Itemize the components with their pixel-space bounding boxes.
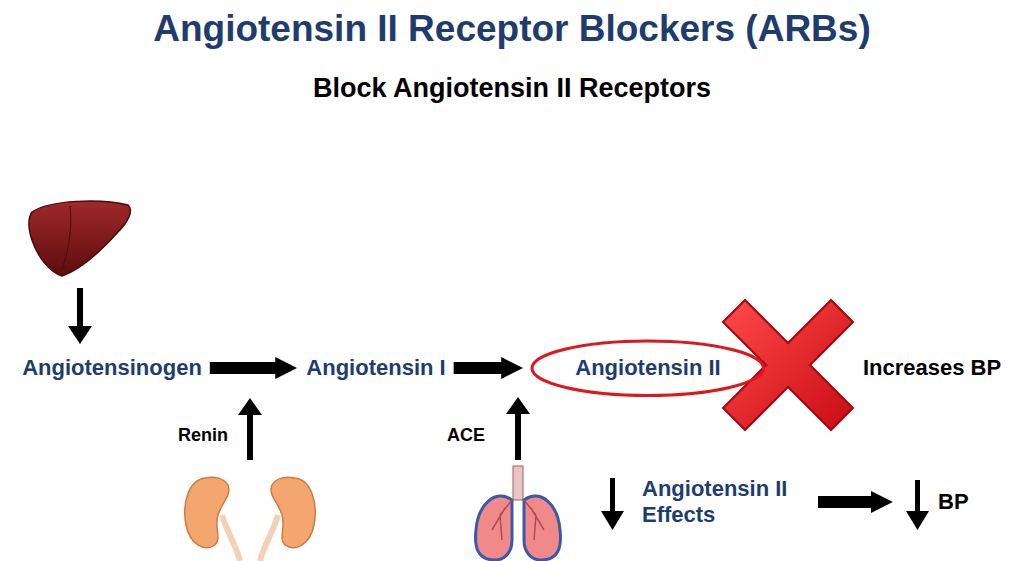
- arrow-head: [906, 511, 929, 530]
- node-text: Angiotensin I: [306, 355, 445, 381]
- arrow-shaft: [77, 288, 83, 328]
- arrow-shaft: [515, 413, 521, 460]
- arrow-shaft: [915, 480, 920, 513]
- effect-text: Angiotensin II Effects: [640, 474, 812, 531]
- pathway-arrow: [454, 362, 503, 374]
- liver-lobe-line: [62, 206, 71, 270]
- lungs-icon: [476, 466, 561, 560]
- node-text: Angiotensin II: [575, 355, 720, 381]
- arrow-head: [238, 398, 262, 415]
- effect-text: BP: [900, 487, 971, 517]
- node-text: Angiotensinogen: [22, 355, 202, 381]
- kidneys-icon: [185, 477, 315, 561]
- pathway-arrow: [818, 496, 872, 508]
- pathway-step: Angiotensinogen: [20, 353, 204, 383]
- subtitle: Block Angiotensin II Receptors: [313, 73, 711, 104]
- effect-text: Increases BP: [861, 353, 1003, 383]
- enzyme-label: Renin: [178, 425, 228, 446]
- pathway-step: Angiotensin I: [304, 353, 447, 383]
- arrow-head: [601, 511, 624, 530]
- arrow-shaft: [247, 414, 253, 460]
- block-cross: [723, 300, 853, 430]
- circled-target: Angiotensin II: [530, 339, 765, 397]
- enzyme-label: ACE: [447, 425, 485, 446]
- liver-icon: [29, 201, 130, 276]
- pathway-arrow: [210, 362, 277, 374]
- node-text: Increases BP: [863, 355, 1001, 381]
- arrow-shaft: [610, 478, 615, 513]
- node-text: BP: [938, 489, 969, 515]
- target-ellipse-outline: [532, 341, 763, 395]
- title: Angiotensin II Receptor Blockers (ARBs): [0, 8, 1024, 50]
- arrow-head: [506, 397, 530, 414]
- arrow-head: [68, 326, 92, 344]
- node-text: Angiotensin II Effects: [642, 476, 810, 529]
